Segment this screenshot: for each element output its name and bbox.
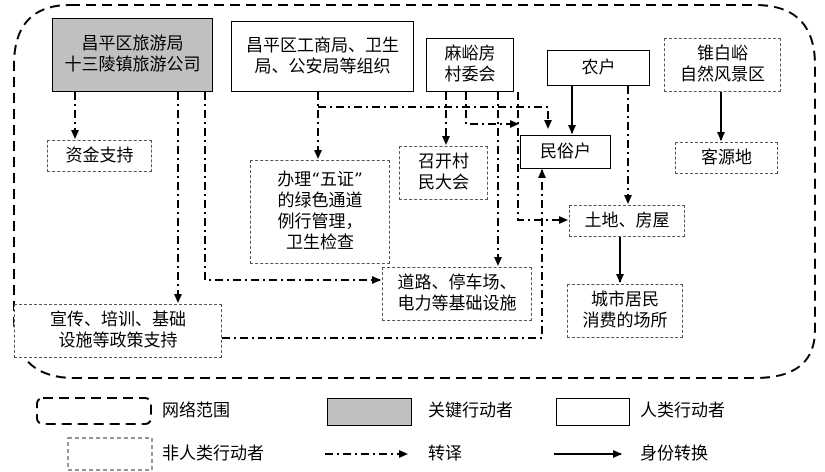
translation-arrow-policy-folkhouse bbox=[222, 169, 546, 339]
farmers-box: 农户 bbox=[547, 50, 650, 86]
villager-meeting-line2: 民大会 bbox=[418, 173, 469, 193]
legend-network-sample bbox=[36, 397, 152, 425]
village-committee-box: 麻峪房 村委会 bbox=[426, 38, 514, 92]
legend-human-actor-label: 人类行动者 bbox=[640, 401, 725, 421]
village-committee-line1: 麻峪房 bbox=[444, 44, 496, 64]
urban-consumption-line2: 消费的场所 bbox=[582, 311, 668, 331]
infrastructure-box: 道路、停车场、 电力等基础设施 bbox=[382, 267, 532, 321]
tourism-bureau-line2: 十三陵镇旅游公司 bbox=[64, 55, 201, 75]
scenic-area-line1: 锥白峪 bbox=[697, 44, 748, 64]
green-channel-line3: 例行管理， bbox=[277, 212, 363, 232]
translation-arrow-village-land bbox=[517, 92, 568, 224]
translation-arrow-village-folkhouse bbox=[465, 92, 519, 128]
folk-house-label: 民俗户 bbox=[540, 141, 591, 162]
tourism-bureau-box: 昌平区旅游局 十三陵镇旅游公司 bbox=[52, 18, 213, 92]
policy-support-line2: 设施等政策支持 bbox=[58, 331, 178, 351]
policy-support-box: 宣传、培训、基础 设施等政策支持 bbox=[14, 304, 222, 358]
land-house-box: 土地、房屋 bbox=[569, 205, 685, 237]
scenic-area-line2: 自然风景区 bbox=[680, 65, 765, 85]
folk-house-box: 民俗户 bbox=[520, 135, 611, 169]
legend-key-actor-sample bbox=[327, 398, 412, 426]
tourist-source-box: 客源地 bbox=[675, 142, 778, 174]
scenic-area-box: 锥白峪 自然风景区 bbox=[664, 38, 781, 92]
translation-arrow-bureau-infrastructure bbox=[204, 92, 381, 284]
green-channel-line2: 的绿色通道 bbox=[277, 191, 363, 211]
network-boundary bbox=[13, 4, 816, 379]
farmers-label: 农户 bbox=[581, 57, 616, 78]
green-channel-line4: 卫生检查 bbox=[286, 233, 354, 253]
tourist-source-label: 客源地 bbox=[701, 147, 752, 168]
green-channel-line1: 办理“五证” bbox=[277, 170, 363, 190]
legend-network-label: 网络范围 bbox=[162, 401, 230, 421]
legend-nonhuman-label: 非人类行动者 bbox=[162, 444, 264, 464]
gov-orgs-line1: 昌平区工商局、卫生 bbox=[246, 35, 399, 56]
gov-orgs-box: 昌平区工商局、卫生 局、公安局等组织 bbox=[231, 21, 414, 92]
tourism-bureau-line1: 昌平区旅游局 bbox=[81, 34, 184, 54]
infrastructure-line1: 道路、停车场、 bbox=[397, 273, 517, 293]
legend-key-actor-label: 关键行动者 bbox=[428, 401, 513, 421]
land-house-label: 土地、房屋 bbox=[584, 210, 670, 231]
village-committee-line2: 村委会 bbox=[444, 65, 496, 85]
villager-meeting-line1: 召开村 bbox=[418, 152, 469, 172]
legend-identity-label: 身份转换 bbox=[640, 444, 708, 464]
legend-nonhuman-sample bbox=[67, 437, 153, 471]
funding-box: 资金支持 bbox=[47, 140, 152, 172]
urban-consumption-box: 城市居民 消费的场所 bbox=[567, 284, 683, 338]
policy-support-line1: 宣传、培训、基础 bbox=[50, 310, 186, 330]
funding-label: 资金支持 bbox=[65, 145, 134, 166]
green-channel-box: 办理“五证” 的绿色通道 例行管理， 卫生检查 bbox=[250, 160, 390, 264]
villager-meeting-box: 召开村 民大会 bbox=[399, 146, 488, 200]
urban-consumption-line1: 城市居民 bbox=[591, 290, 659, 310]
legend-human-actor-sample bbox=[556, 398, 630, 426]
translation-arrow-gov-folkhouse bbox=[318, 106, 552, 129]
infrastructure-line2: 电力等基础设施 bbox=[397, 294, 517, 314]
legend-translation-label: 转译 bbox=[428, 444, 462, 464]
gov-orgs-line2: 局、公安局等组织 bbox=[254, 56, 391, 77]
